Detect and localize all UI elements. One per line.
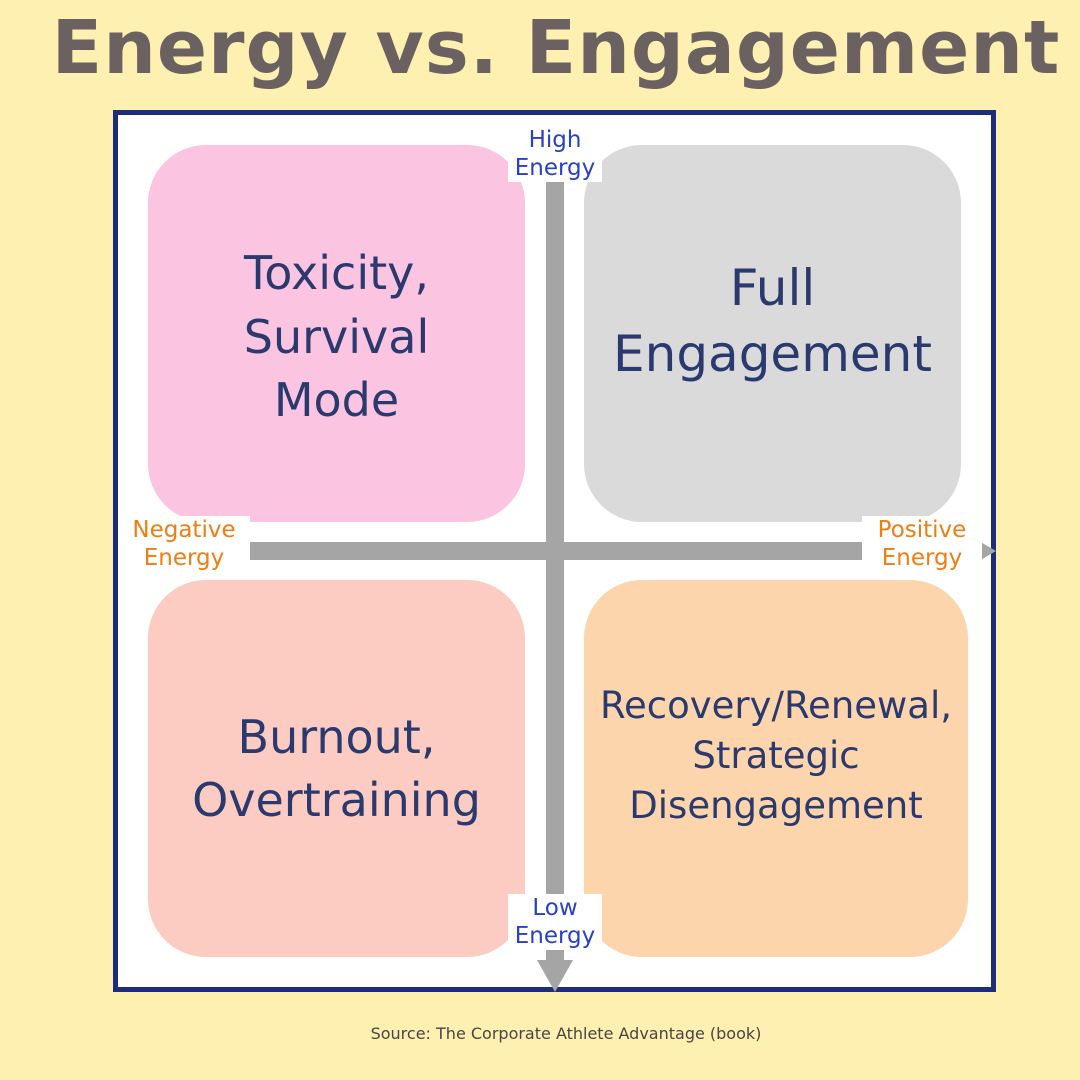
axis-label-positive-energy: Positive Energy — [862, 516, 982, 573]
quadrant-label: Recovery/Renewal, Strategic Disengagemen… — [599, 683, 953, 828]
page-title: Energy vs. Engagement — [51, 5, 1061, 91]
quadrant-label: Burnout, Overtraining — [192, 709, 481, 827]
quadrant-recovery-renewal: Recovery/Renewal, Strategic Disengagemen… — [584, 580, 968, 957]
quadrant-full-engagement: Full Engagement — [584, 145, 961, 522]
axis-label-high-energy: High Energy — [508, 126, 602, 183]
quadrant-label: Full Engagement — [613, 259, 932, 383]
quadrant-label: Toxicity, Survival Mode — [243, 246, 430, 428]
source-caption: Source: The Corporate Athlete Advantage … — [370, 1024, 762, 1043]
arrow-down-icon — [537, 960, 573, 992]
horizontal-axis — [120, 542, 970, 560]
axis-label-negative-energy: Negative Energy — [118, 516, 250, 573]
axis-label-low-energy: Low Energy — [508, 894, 602, 951]
quadrant-toxicity-survival-mode: Toxicity, Survival Mode — [148, 145, 525, 522]
quadrant-burnout-overtraining: Burnout, Overtraining — [148, 580, 525, 957]
